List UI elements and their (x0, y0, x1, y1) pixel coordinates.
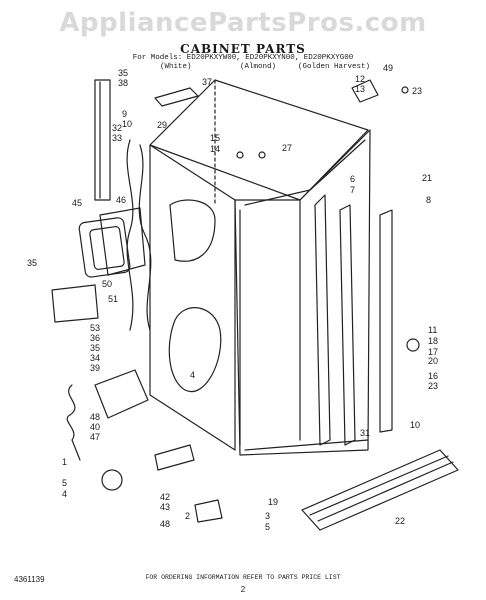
callout-10a: 10 (122, 119, 132, 129)
callout-36: 36 (90, 333, 100, 343)
callout-23a: 23 (412, 86, 422, 96)
callout-46: 46 (116, 195, 126, 205)
callout-35a: 35 (118, 68, 128, 78)
toe-grille-22 (301, 449, 459, 531)
lens-51 (51, 284, 99, 323)
callout-49: 49 (383, 63, 393, 73)
page-title: CABINET PARTS (180, 42, 306, 56)
vertical-strip-8 (379, 209, 393, 433)
wiring-harness (126, 139, 152, 331)
callout-48b: 48 (160, 519, 170, 529)
callout-3: 3 (265, 511, 270, 521)
color-golden-harvest: (Golden Harvest) (298, 63, 371, 71)
callout-40: 40 (90, 422, 100, 432)
callout-4a: 4 (190, 370, 195, 380)
document-number: 4361139 (14, 575, 45, 584)
callout-48a: 48 (90, 412, 100, 422)
callout-2: 2 (185, 511, 190, 521)
hinge-12-13 (351, 79, 379, 103)
light-housing (78, 207, 146, 278)
callout-50: 50 (102, 279, 112, 289)
callout-53: 53 (90, 323, 100, 333)
watermark: AppliancePartsPros.com (59, 8, 427, 38)
callout-27: 27 (282, 143, 292, 153)
callout-12: 12 (355, 74, 365, 84)
callout-8: 8 (426, 195, 431, 205)
callout-35c: 35 (90, 343, 100, 353)
callout-31: 31 (360, 428, 370, 438)
callout-34: 34 (90, 353, 100, 363)
callout-5a: 5 (62, 478, 67, 488)
callout-39: 39 (90, 363, 100, 373)
small-hardware (101, 86, 420, 523)
side-trim-6-7 (314, 194, 356, 446)
callout-1: 1 (62, 457, 67, 467)
top-panel-37 (154, 87, 199, 107)
callout-22: 22 (395, 516, 405, 526)
callout-33: 33 (112, 133, 122, 143)
callout-4b: 4 (62, 489, 67, 499)
callout-17: 17 (428, 347, 438, 357)
power-cord (66, 384, 81, 461)
page-number: 2 (240, 585, 246, 594)
callout-35b: 35 (27, 258, 37, 268)
ordering-note: FOR ORDERING INFORMATION REFER TO PARTS … (145, 574, 341, 581)
callout-38: 38 (118, 78, 128, 88)
callout-15: 15 (210, 133, 220, 143)
callout-51: 51 (108, 294, 118, 304)
callout-20: 20 (428, 356, 438, 366)
callout-14: 14 (210, 144, 220, 154)
callout-29: 29 (157, 120, 167, 130)
callout-5b: 5 (265, 522, 270, 532)
callout-45: 45 (72, 198, 82, 208)
callout-23b: 23 (428, 381, 438, 391)
cabinet-outline (149, 79, 371, 456)
callout-47: 47 (90, 432, 100, 442)
color-almond: (Almond) (240, 63, 277, 71)
damper-control (94, 369, 149, 419)
callout-18: 18 (428, 336, 438, 346)
callout-9: 9 (122, 109, 127, 119)
callout-19: 19 (268, 497, 278, 507)
callout-37: 37 (202, 77, 212, 87)
callout-7: 7 (350, 185, 355, 195)
callout-10b: 10 (410, 420, 420, 430)
color-white: (White) (160, 63, 192, 71)
callout-43: 43 (160, 502, 170, 512)
left-trim-strip (94, 79, 111, 201)
callout-42: 42 (160, 492, 170, 502)
callout-21: 21 (422, 173, 432, 183)
callout-11: 11 (428, 325, 437, 335)
callout-6: 6 (350, 174, 355, 184)
callout-13: 13 (355, 84, 365, 94)
model-list: For Models: ED20PKXYW00, ED20PKXYN00, ED… (132, 54, 354, 62)
callout-16: 16 (428, 371, 438, 381)
callout-32: 32 (112, 123, 122, 133)
